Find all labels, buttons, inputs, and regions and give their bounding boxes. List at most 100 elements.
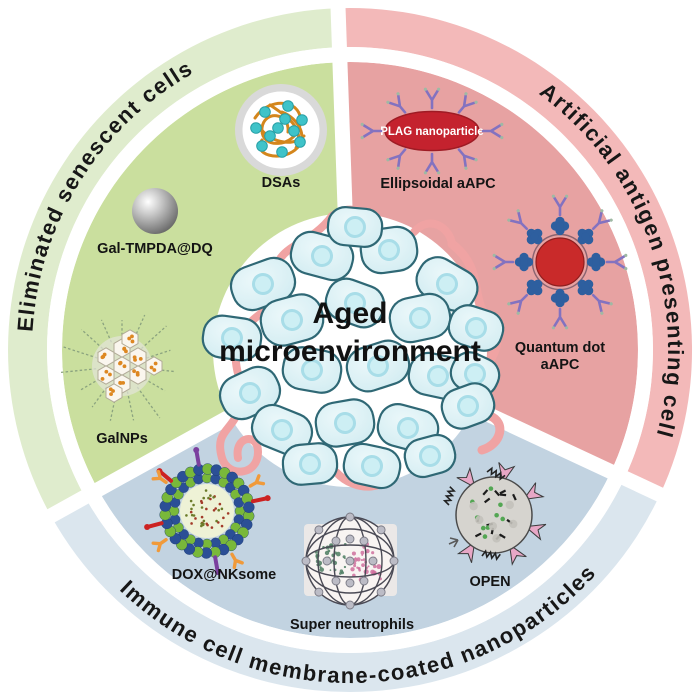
drug-dot xyxy=(215,519,218,523)
cell-blob xyxy=(201,314,263,362)
peg-chain xyxy=(60,368,97,374)
quantum-dot-aapc-label-line2: aAPC xyxy=(541,357,580,373)
cell-nucleus xyxy=(419,445,441,467)
cell-nucleus xyxy=(436,273,458,295)
ellipsoidal-aapc-label: Ellipsoidal aAPC xyxy=(380,176,496,192)
protein-speckle-pink xyxy=(357,567,361,570)
dsas-label: DSAs xyxy=(262,175,301,191)
nanoparticle-hexagon xyxy=(129,347,147,367)
cell-nucleus xyxy=(361,455,383,477)
quantum-dot-aapc-label-line1: Quantum dot xyxy=(515,340,605,356)
protein-speckle-pink xyxy=(362,558,366,561)
drug-dot xyxy=(214,507,217,510)
peg-chain xyxy=(100,319,113,343)
lattice-node xyxy=(389,556,399,566)
lattice-node xyxy=(314,587,324,597)
drug-dot xyxy=(205,507,208,511)
dox-nksome-label: DOX@NKsome xyxy=(172,567,276,583)
drug-dot xyxy=(205,522,209,526)
drug-dot xyxy=(202,522,205,526)
quantum-dot xyxy=(288,125,300,137)
drug-dot xyxy=(217,508,221,512)
cell-nucleus xyxy=(427,365,449,387)
lattice-node xyxy=(345,578,355,588)
quantum-dot xyxy=(294,136,306,148)
ring-aapc xyxy=(338,7,693,495)
lattice-node xyxy=(376,525,386,535)
protein-speckle-green xyxy=(329,569,332,571)
cell-blob xyxy=(447,304,505,352)
cell-nucleus xyxy=(465,317,487,339)
cell-nucleus xyxy=(299,453,321,475)
protein-speckle-pink xyxy=(351,551,356,556)
protein-speckle-pink xyxy=(356,557,361,562)
protein-speckle-green xyxy=(319,567,325,572)
super-neutrophils-icon xyxy=(301,512,399,610)
drug-dot xyxy=(204,489,208,492)
lattice-node xyxy=(359,576,369,586)
quantum-dot xyxy=(264,130,276,142)
cargo-dash xyxy=(474,532,482,538)
cargo-dash xyxy=(483,497,491,504)
quantum-dot xyxy=(276,146,288,158)
protein-speckle-green xyxy=(336,551,341,557)
cell-nucleus xyxy=(252,273,274,295)
cargo-dot-green xyxy=(482,534,488,539)
cell-nucleus xyxy=(301,359,323,381)
cell-nucleus xyxy=(397,417,419,439)
protein-speckle-green xyxy=(343,565,347,569)
vesicle-blob xyxy=(509,519,518,529)
cell-nucleus xyxy=(409,307,431,329)
gal-tmpda-label: Gal-TMPDA@DQ xyxy=(97,241,213,257)
lattice-node xyxy=(331,576,341,586)
peg-chain xyxy=(81,329,104,350)
center-title-line2: microenvironment xyxy=(219,335,481,368)
protein-speckle-pink xyxy=(353,564,357,568)
cell-blob xyxy=(314,398,376,448)
vesicle-blob xyxy=(505,500,514,510)
protein-speckle-green xyxy=(344,557,346,560)
gap-ring xyxy=(47,47,653,653)
cell-blob xyxy=(229,256,297,312)
drug-dot xyxy=(209,497,212,501)
lattice-node xyxy=(345,534,355,544)
peg-chain xyxy=(91,386,108,408)
drug-dot xyxy=(185,514,188,517)
drug-dot xyxy=(189,510,193,514)
quantum-dot xyxy=(296,114,308,126)
nanoparticle-hexagon xyxy=(121,329,139,349)
drug-dot xyxy=(222,516,225,520)
nanoparticle-hexagon xyxy=(145,356,163,376)
peg-chain xyxy=(80,378,100,391)
protein-speckle-green xyxy=(319,566,322,569)
cargo-dot-green xyxy=(500,516,506,522)
cell-nucleus xyxy=(464,363,486,385)
cell-nucleus xyxy=(378,239,400,261)
dox-nksome-icon xyxy=(144,446,271,576)
galnps-icon xyxy=(60,314,175,421)
cell-blob xyxy=(259,293,325,347)
aged-cell-cluster xyxy=(201,206,505,490)
cell-nucleus xyxy=(281,309,303,331)
segment-aapc xyxy=(340,62,638,472)
cargo-dot-green xyxy=(498,502,503,508)
cell-blob xyxy=(324,277,386,329)
cell-nucleus xyxy=(367,355,389,377)
open-label: OPEN xyxy=(469,574,510,590)
ellipsoidal-aapc-icon: PLAG nanoparticle xyxy=(359,86,505,176)
drug-dot xyxy=(210,526,214,529)
cell-blob xyxy=(281,346,343,394)
protein-speckle-pink xyxy=(367,565,370,568)
quantum-dot xyxy=(279,113,291,125)
lattice-node xyxy=(376,587,386,597)
drug-dot xyxy=(209,494,212,497)
gap-left xyxy=(38,401,249,528)
gap-top xyxy=(330,0,354,231)
cargo-dot-green xyxy=(488,486,494,491)
nanoparticle-hexagon xyxy=(105,383,123,403)
lattice-node xyxy=(301,556,311,566)
drug-dot xyxy=(212,508,216,512)
center-title-line1: Aged xyxy=(313,297,388,330)
nanoparticle-hexagon xyxy=(129,365,147,385)
